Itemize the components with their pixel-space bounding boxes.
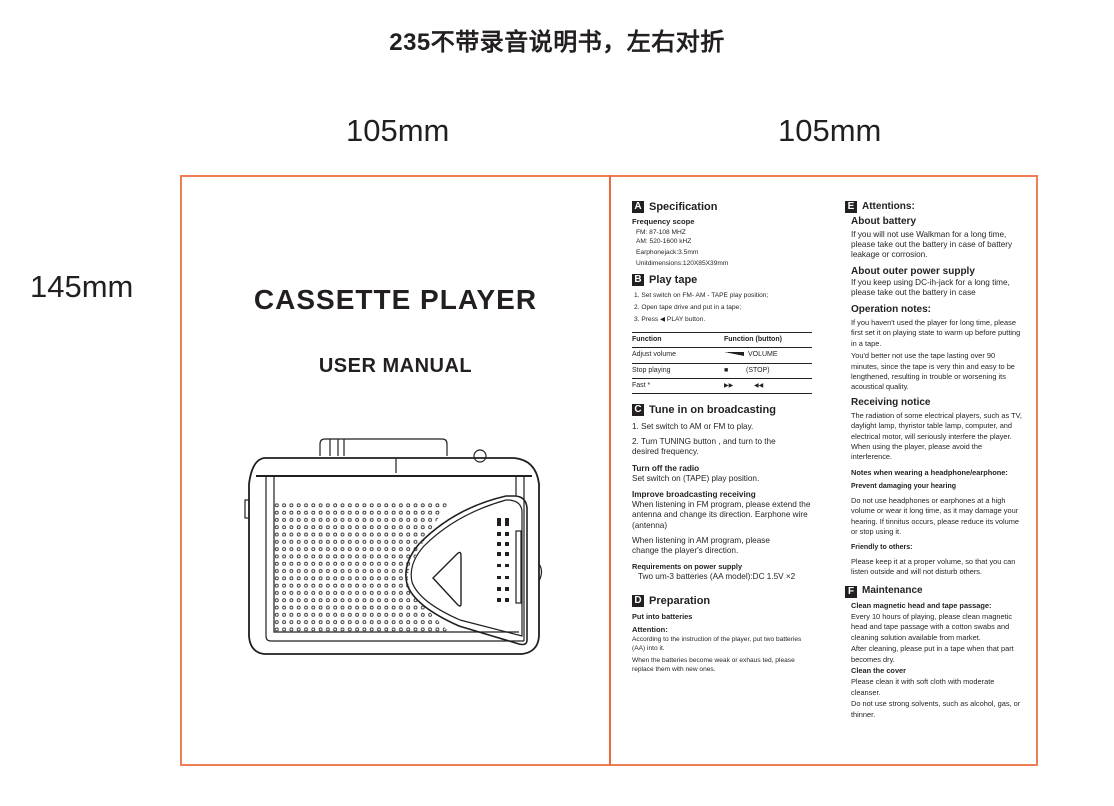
clean-cover-text-2: Do not use strong solvents, such as alco… bbox=[851, 699, 1021, 719]
prevent-hearing-damage-heading: Prevent damaging your hearing bbox=[851, 483, 957, 491]
right-panel-width-label: 105mm bbox=[778, 113, 882, 148]
section-a-heading: A Specification bbox=[632, 201, 817, 213]
table-row: Stop playing ■(STOP) bbox=[632, 363, 812, 379]
improve-am-text: When listening in AM program, please cha… bbox=[632, 535, 770, 556]
rewind-icon: ◀◀ bbox=[754, 382, 764, 389]
section-letter-badge: B bbox=[632, 274, 644, 287]
am-range: AM: 520-1600 kHZ bbox=[636, 237, 692, 245]
left-panel-width-label: 105mm bbox=[346, 113, 450, 148]
document-title: 235不带录音说明书，左右对折 bbox=[389, 29, 725, 56]
put-batteries-heading: Put into batteries bbox=[632, 611, 693, 621]
receiving-notice-text: The radiation of some electrical players… bbox=[851, 410, 1022, 462]
section-c-heading: C Tune in on broadcasting bbox=[632, 404, 817, 417]
friendly-to-others-text: Please keep it at a proper volume, so th… bbox=[851, 556, 1016, 577]
operation-notes-text-1: If you haven't used the player for long … bbox=[851, 318, 1021, 348]
volume-ramp-icon bbox=[724, 352, 744, 357]
fast-forward-icon: ▶▶ bbox=[724, 382, 734, 389]
section-letter-badge: F bbox=[845, 585, 857, 598]
attention-heading: Attention: bbox=[632, 624, 668, 634]
section-d-heading: D Preparation bbox=[632, 594, 817, 607]
clean-cover-heading: Clean the cover bbox=[851, 665, 907, 675]
power-supply-heading: Requirements on power supply bbox=[632, 562, 743, 572]
section-letter-badge: D bbox=[632, 594, 644, 607]
section-letter-badge: E bbox=[845, 201, 857, 213]
table-header-row: Function Function (button) bbox=[632, 332, 812, 348]
headphone-notes-heading: Notes when wearing a headphone/earphone: bbox=[851, 467, 1008, 477]
panel-height-label: 145mm bbox=[30, 269, 134, 304]
table-row: Adjust volume VOLUME bbox=[632, 348, 812, 364]
tune-step-1: 1. Set switch to AM or FM to play. bbox=[632, 422, 754, 432]
fm-range: FM: 87-108 MHZ bbox=[636, 229, 686, 237]
manual-column-2: E Attentions: About battery If you will … bbox=[845, 201, 1025, 720]
earphone-jack-spec: Earphonejack:3.5mm bbox=[636, 249, 699, 257]
fold-line bbox=[609, 175, 611, 766]
section-e-heading: E Attentions: bbox=[845, 201, 1025, 213]
prevent-hearing-damage-text: Do not use headphones or earphones at a … bbox=[851, 495, 1020, 536]
unit-dimensions-spec: Unitdimensions:120X85X39mm bbox=[636, 260, 729, 268]
section-b-heading: B Play tape bbox=[632, 274, 817, 287]
frequency-heading: Frequency scope bbox=[632, 217, 695, 226]
operation-notes-heading: Operation notes: bbox=[851, 304, 932, 316]
improve-fm-text: When listening in FM program, please ext… bbox=[632, 500, 811, 530]
table-row: Fast * ▶▶◀◀ bbox=[632, 378, 812, 394]
turn-off-radio-heading: Turn off the radio bbox=[632, 463, 700, 473]
section-letter-badge: A bbox=[632, 201, 644, 213]
operation-notes-text-2: You'd better not use the tape lasting ov… bbox=[851, 351, 1015, 392]
cover-subtitle: USER MANUAL bbox=[318, 355, 473, 377]
outer-power-text: If you keep using DC-ih-jack for a long … bbox=[851, 277, 1010, 297]
turn-off-radio-text: Set switch on (TAPE) play position. bbox=[632, 473, 760, 483]
friendly-to-others-heading: Friendly to others: bbox=[851, 544, 913, 552]
power-supply-text: Two um-3 batteries (AA model):DC 1.5V ×2 bbox=[638, 572, 796, 582]
about-battery-heading: About battery bbox=[851, 216, 916, 227]
function-table: Function Function (button) Adjust volume… bbox=[632, 332, 812, 394]
clean-cover-text-1: Please clean it with soft cloth with mod… bbox=[851, 677, 995, 697]
play-step-1: 1. Set switch on FM- AM - TAPE play posi… bbox=[634, 292, 769, 300]
improve-receiving-heading: Improve broadcasting receiving bbox=[632, 490, 756, 500]
cassette-player-illustration bbox=[244, 438, 543, 655]
clean-head-text-2: After cleaning, please put in a tape whe… bbox=[851, 644, 1014, 664]
receiving-notice-heading: Receiving notice bbox=[851, 396, 931, 408]
tune-step-2: 2. Turn TUNING button , and turn to the … bbox=[632, 437, 776, 457]
manual-column-1: A Specification Frequency scope FM: 87-1… bbox=[632, 201, 817, 674]
play-step-2: 2. Open tape drive and put in a tape; bbox=[634, 304, 742, 312]
batteries-replace-text: When the batteries become weak or exhaus… bbox=[632, 657, 795, 674]
batteries-instruction: According to the instruction of the play… bbox=[632, 636, 802, 653]
section-letter-badge: C bbox=[632, 404, 644, 417]
about-battery-text: If you will not use Walkman for a long t… bbox=[851, 230, 1013, 260]
clean-head-text-1: Every 10 hours of playing, please clean … bbox=[851, 611, 1013, 642]
outer-power-heading: About outer power supply bbox=[851, 265, 975, 277]
clean-head-heading: Clean magnetic head and tape passage: bbox=[851, 600, 992, 610]
play-step-3: 3. Press ◀ PLAY button. bbox=[634, 316, 706, 324]
section-f-heading: F Maintenance bbox=[845, 585, 1025, 598]
stop-icon: ■ bbox=[724, 366, 729, 374]
cover-title: CASSETTE PLAYER bbox=[253, 284, 538, 315]
